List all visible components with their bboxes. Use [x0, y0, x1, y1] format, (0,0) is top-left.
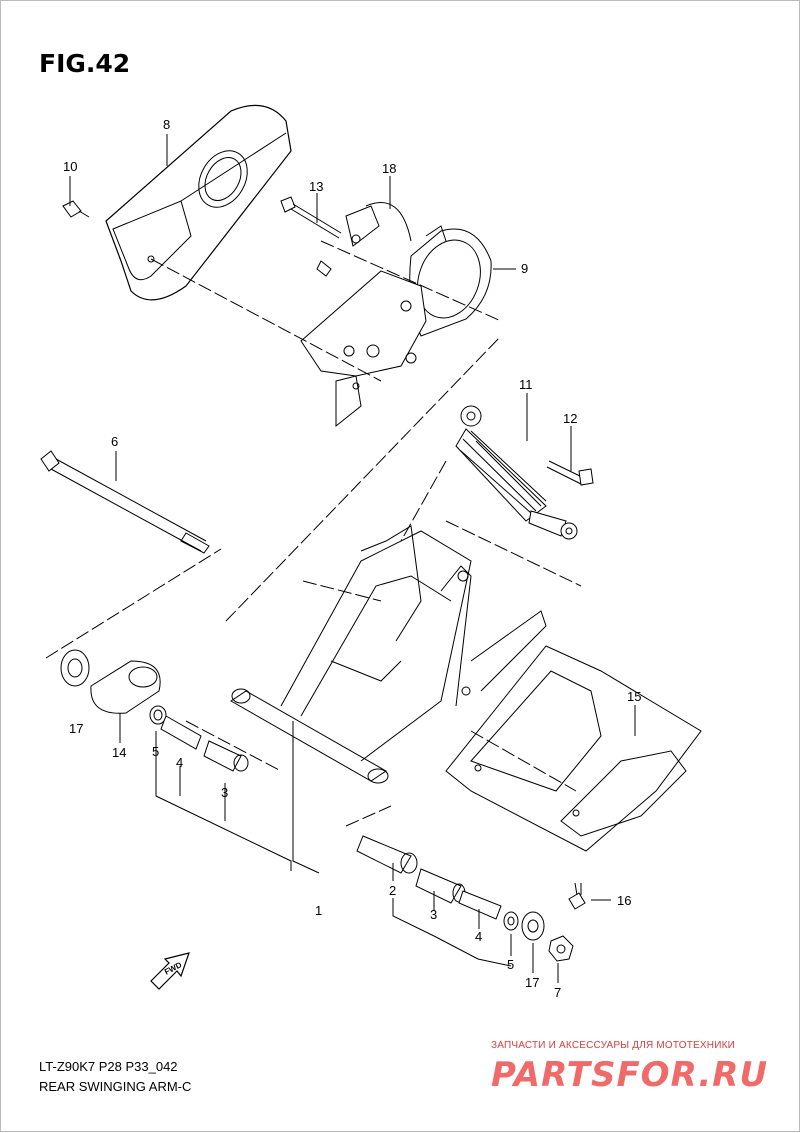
part-12-bolt — [546, 460, 594, 486]
part-9-disk-guard — [409, 225, 492, 337]
part-4-spacer-right — [458, 890, 502, 920]
callout-9: 9 — [521, 261, 528, 276]
part-16-bolt — [568, 882, 586, 910]
part-14-dust-cover — [90, 660, 161, 714]
part-11-shock-absorber — [455, 405, 578, 540]
callout-15: 15 — [627, 689, 641, 704]
caliper-bracket — [300, 260, 427, 428]
callout-5-left: 5 — [152, 744, 159, 759]
figure-title: FIG.42 — [39, 49, 131, 78]
fwd-arrow-icon — [150, 952, 190, 990]
callout-5-right: 5 — [507, 957, 514, 972]
part-10-bolt — [62, 200, 90, 218]
callout-18: 18 — [382, 161, 396, 176]
callout-1: 1 — [315, 903, 322, 918]
callout-labels: 8 10 13 18 9 11 12 6 15 17 14 5 4 3 1 2 … — [63, 117, 641, 1000]
callout-14: 14 — [112, 745, 126, 760]
part-3-bushing-left — [203, 740, 249, 772]
callout-16: 16 — [617, 893, 631, 908]
part-5-washer-right — [503, 911, 519, 931]
part-18-clip — [345, 202, 412, 247]
part-15-skid-plate — [445, 645, 702, 852]
callout-13: 13 — [309, 179, 323, 194]
callout-4-left: 4 — [176, 755, 183, 770]
callout-11: 11 — [519, 377, 533, 392]
part-2-collar — [356, 835, 418, 874]
alignment-lines — [45, 240, 582, 827]
callout-4-right: 4 — [475, 929, 482, 944]
part-6-pivot-bolt — [40, 450, 210, 554]
leader-lines — [69, 134, 636, 983]
callout-2: 2 — [389, 883, 396, 898]
part-13-bolt — [280, 196, 342, 239]
part-7-nut — [548, 935, 574, 962]
part-8-chain-cover — [105, 104, 292, 301]
part-1-swing-arm — [230, 525, 547, 784]
part-17-seal-right — [521, 911, 545, 941]
callout-8: 8 — [163, 117, 170, 132]
callout-17-right: 17 — [525, 975, 539, 990]
watermark-text: ЗАПЧАСТИ И АКСЕССУАРЫ ДЛЯ МОТОТЕХНИКИ — [491, 1040, 736, 1051]
callout-12: 12 — [563, 411, 577, 426]
callout-7: 7 — [554, 985, 561, 1000]
callout-6: 6 — [111, 434, 118, 449]
part-5-washer-left — [149, 705, 167, 725]
callout-3-right: 3 — [430, 907, 437, 922]
callout-10: 10 — [63, 159, 77, 174]
watermark-logo: PARTSFOR.RU — [491, 1055, 769, 1095]
part-17-seal-left — [60, 649, 90, 687]
model-code: LT-Z90K7 P28 P33_042 — [39, 1059, 178, 1074]
callout-17-left: 17 — [69, 721, 83, 736]
callout-3-left: 3 — [221, 785, 228, 800]
part-4-spacer-left — [160, 715, 202, 750]
part-3-bushing-right — [415, 868, 466, 904]
diagram-caption: REAR SWINGING ARM-C — [39, 1079, 192, 1094]
